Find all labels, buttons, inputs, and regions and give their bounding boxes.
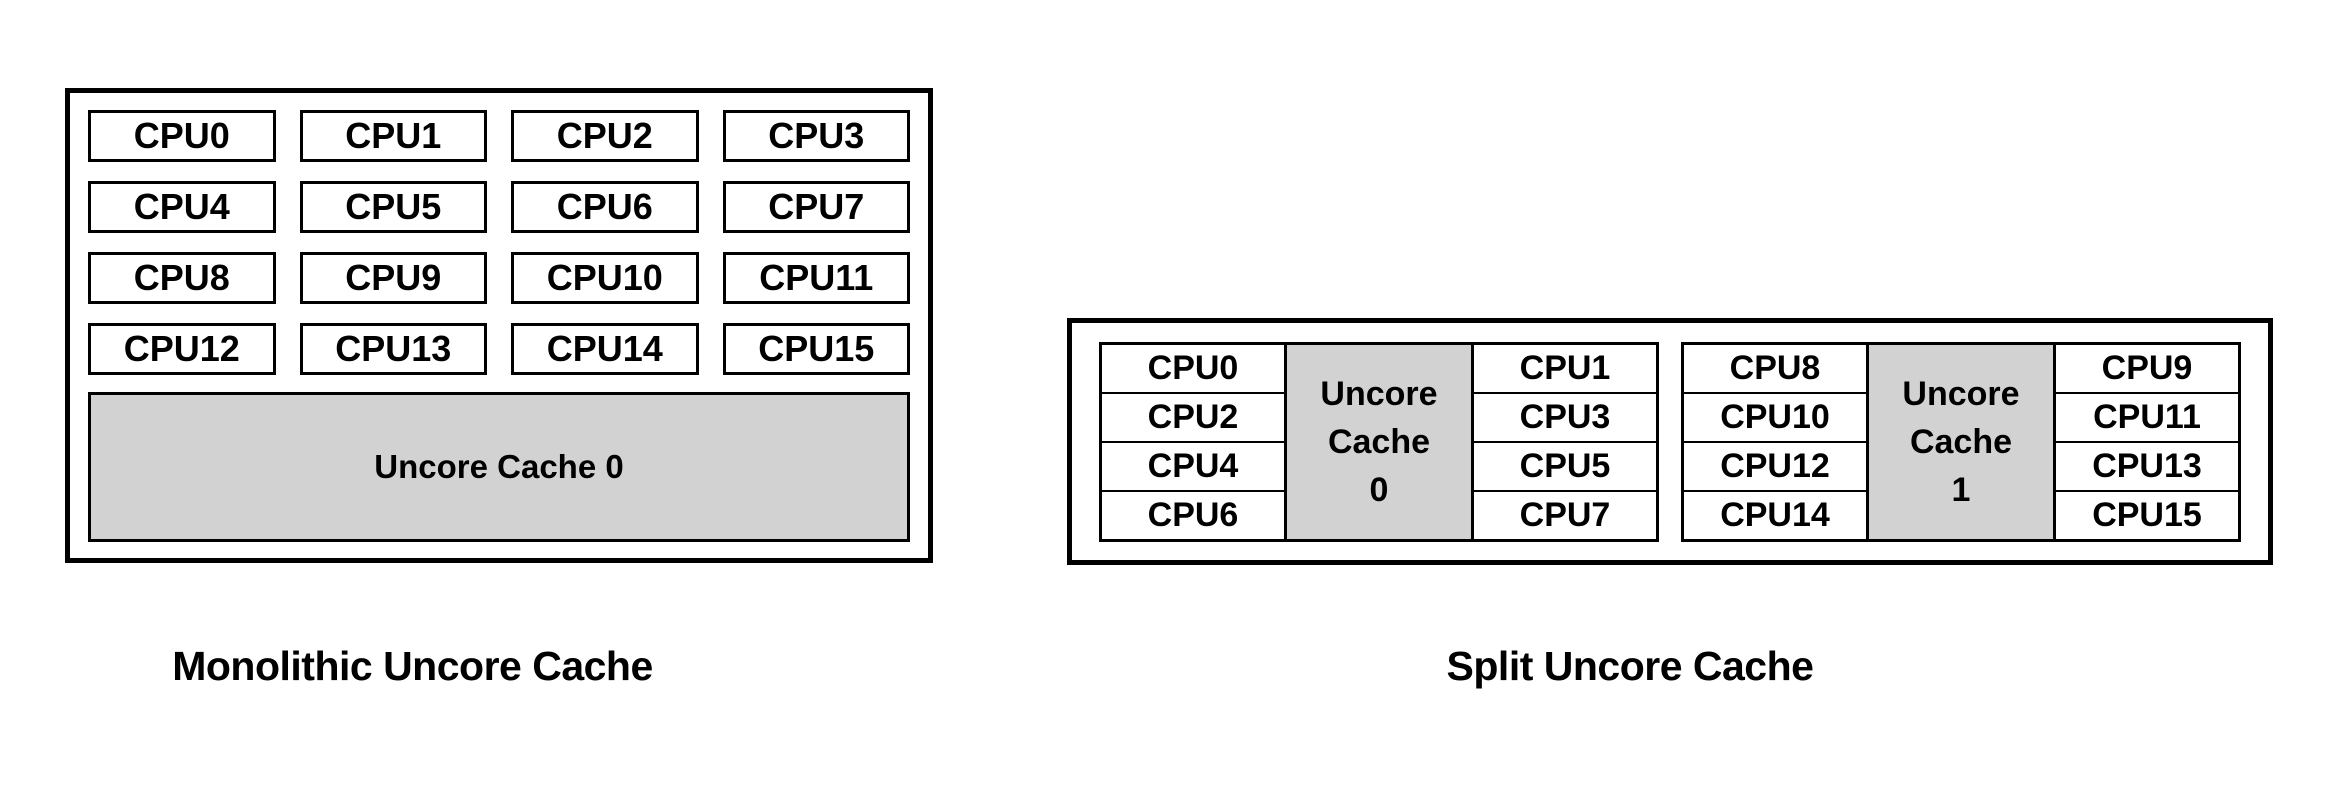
cpu-cell-13: CPU13 <box>2056 443 2238 492</box>
cpu-box-13: CPU13 <box>299 323 487 375</box>
monolithic-uncore-diagram: CPU0 CPU1 CPU2 CPU3 CPU4 CPU5 CPU6 CPU7 … <box>65 88 933 563</box>
cpu-box-14: CPU14 <box>511 323 699 375</box>
cpu-cell-10: CPU10 <box>1684 394 1866 443</box>
uncore-cache-0-line-2: Cache <box>1327 422 1431 461</box>
cpu-box-4: CPU4 <box>88 181 276 233</box>
cpu-box-5: CPU5 <box>299 181 487 233</box>
cpu-box-1: CPU1 <box>299 110 487 162</box>
cpu-cell-15: CPU15 <box>2092 495 2202 534</box>
monolithic-cpu-grid: CPU0 CPU1 CPU2 CPU3 CPU4 CPU5 CPU6 CPU7 … <box>88 110 910 375</box>
cpu-cell-11: CPU11 <box>2056 394 2238 443</box>
cpu-cell-5: CPU5 <box>1474 443 1656 492</box>
cpu-cell-1: CPU1 <box>1474 345 1656 394</box>
cpu-cell-9: CPU9 <box>2056 345 2238 394</box>
cpu-cell-0: CPU0 <box>1102 345 1284 394</box>
uncore-cache-1-line-3: 1 <box>1951 470 1971 509</box>
cpu-cell-7: CPU7 <box>1519 495 1611 534</box>
uncore-cache-0-bar: Uncore Cache 0 <box>88 392 910 542</box>
cpu-box-3: CPU3 <box>722 110 910 162</box>
cpu-box-8: CPU8 <box>88 252 276 304</box>
cpu-cell-4: CPU4 <box>1102 443 1284 492</box>
uncore-cache-0-line-3: 0 <box>1369 470 1389 509</box>
cpu-box-10: CPU10 <box>511 252 699 304</box>
uncore-cache-0-box: Uncore Cache 0 <box>1284 341 1474 542</box>
cpu-box-9: CPU9 <box>299 252 487 304</box>
cpu-cell-6: CPU6 <box>1147 495 1239 534</box>
cpu-box-6: CPU6 <box>511 181 699 233</box>
cpu-box-2: CPU2 <box>511 110 699 162</box>
cpu-box-12: CPU12 <box>88 323 276 375</box>
caption-monolithic: Monolithic Uncore Cache <box>172 643 653 689</box>
caption-split: Split Uncore Cache <box>1446 643 1814 689</box>
cpu-box-0: CPU0 <box>88 110 276 162</box>
cpu-box-11: CPU11 <box>722 252 910 304</box>
uncore-cache-1-box: Uncore Cache 1 <box>1866 341 2056 542</box>
cpu-cell-12: CPU12 <box>1684 443 1866 492</box>
uncore-cache-1-line-2: Cache <box>1909 422 2013 461</box>
cpu-box-15: CPU15 <box>722 323 910 375</box>
cpu-cell-14: CPU14 <box>1720 495 1830 534</box>
split-cluster-0: CPU0 CPU2 CPU4 CPU6 Uncore Cache 0 CPU1 … <box>1099 341 1659 542</box>
cpu-cell-3: CPU3 <box>1474 394 1656 443</box>
split-cluster-1: CPU8 CPU10 CPU12 CPU14 Uncore Cache 1 CP… <box>1681 341 2241 542</box>
cpu-cell-2: CPU2 <box>1102 394 1284 443</box>
cluster-0-odd-cpu-column: CPU1 CPU3 CPU5 CPU7 <box>1471 341 1659 542</box>
cluster-1-odd-cpu-column: CPU9 CPU11 CPU13 CPU15 <box>2053 341 2241 542</box>
cpu-cell-8: CPU8 <box>1684 345 1866 394</box>
split-uncore-diagram: CPU0 CPU2 CPU4 CPU6 Uncore Cache 0 CPU1 … <box>1067 318 2273 565</box>
uncore-cache-0-line-1: Uncore <box>1320 374 1438 413</box>
cpu-box-7: CPU7 <box>722 181 910 233</box>
cluster-0-even-cpu-column: CPU0 CPU2 CPU4 CPU6 <box>1099 341 1287 542</box>
uncore-cache-1-line-1: Uncore <box>1902 374 2020 413</box>
cluster-1-even-cpu-column: CPU8 CPU10 CPU12 CPU14 <box>1681 341 1869 542</box>
